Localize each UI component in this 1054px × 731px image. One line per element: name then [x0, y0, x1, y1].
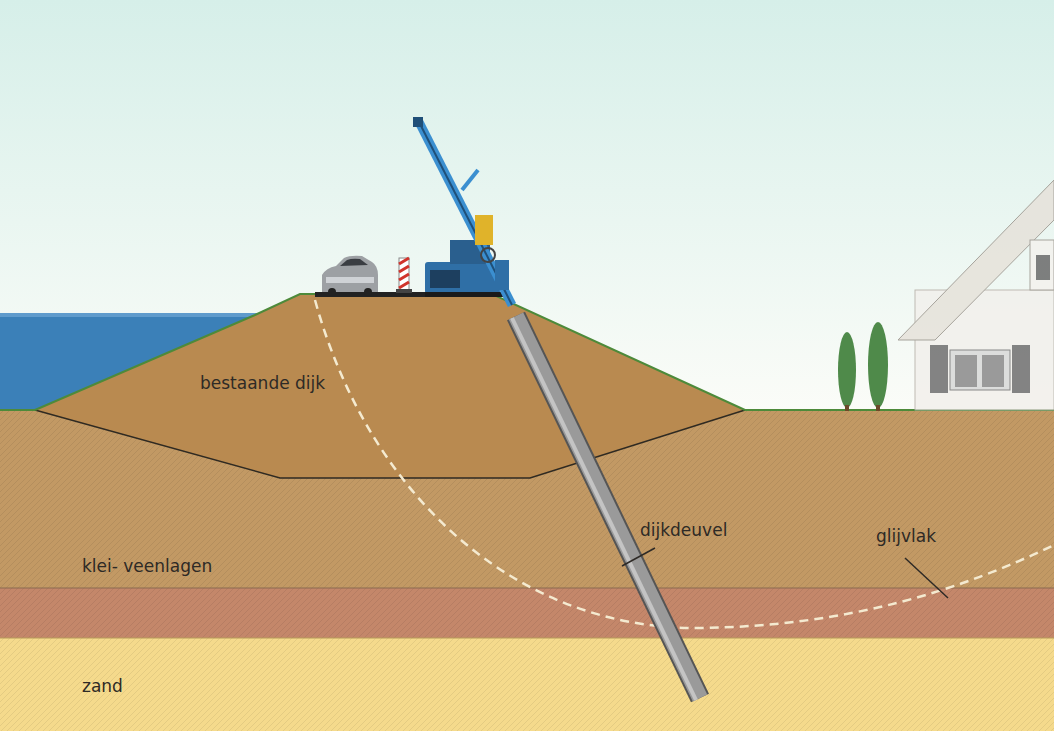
- layer-label: bestaande dijk: [200, 373, 325, 393]
- layer-label: klei- veenlagen: [82, 556, 212, 576]
- slip-surface-label: glijvlak: [876, 526, 936, 546]
- layer-label: zand: [82, 676, 123, 696]
- dowel-label: dijkdeuvel: [640, 520, 727, 540]
